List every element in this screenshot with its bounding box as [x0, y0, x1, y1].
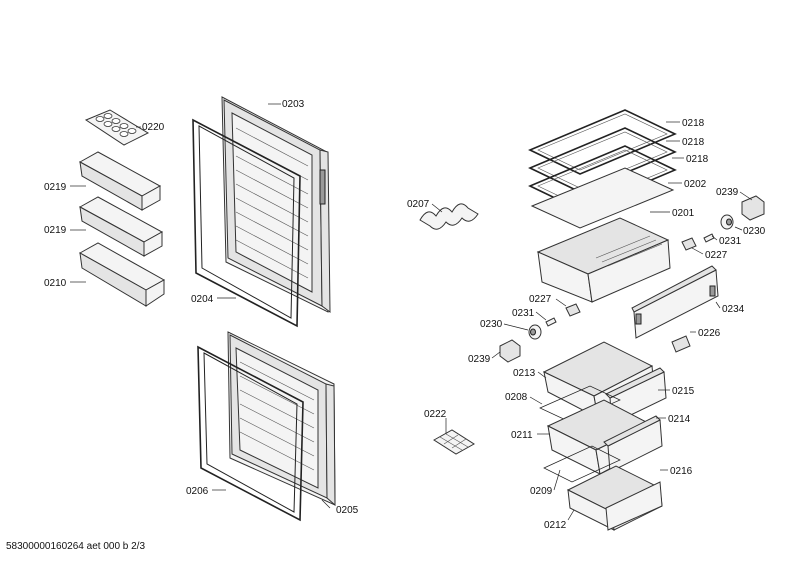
drawer-front-0214: [603, 415, 663, 473]
upper-door-gasket: [192, 118, 301, 328]
label-0205: 0205: [336, 505, 359, 516]
bottle-holder: [419, 203, 479, 230]
label-0218-2: 0218: [682, 137, 705, 148]
door-shelf-1: [78, 151, 162, 211]
door-shelf-3: [78, 242, 166, 307]
label-0215: 0215: [672, 386, 695, 397]
label-0208: 0208: [505, 392, 528, 403]
label-0219-top: 0219: [44, 182, 67, 193]
ice-tray: [433, 429, 475, 455]
glass-plate: [530, 167, 675, 229]
label-0218-3: 0218: [686, 154, 709, 165]
label-0220: 0220: [142, 122, 165, 133]
label-0201: 0201: [672, 208, 695, 219]
glass-shelf-1: [528, 109, 677, 175]
latch-0226: [671, 335, 691, 353]
drawer-base-0209: [543, 445, 621, 483]
label-0226: 0226: [698, 328, 721, 339]
crisper-drawer: [536, 217, 671, 303]
label-0219-bottom: 0219: [44, 225, 67, 236]
label-0227-middle: 0227: [529, 294, 552, 305]
label-0231-top: 0231: [719, 236, 742, 247]
label-0214: 0214: [668, 414, 691, 425]
drawer-front-0216: [605, 481, 663, 531]
label-0202: 0202: [684, 179, 707, 190]
drawer-base-0208: [539, 385, 621, 423]
hinge-cover-top: [741, 195, 765, 221]
label-0230-top: 0230: [743, 226, 766, 237]
clip-top: [681, 237, 697, 251]
label-0239-middle: 0239: [468, 354, 491, 365]
pin-top: [703, 233, 715, 243]
label-0203: 0203: [282, 99, 305, 110]
label-0218-1: 0218: [682, 118, 705, 129]
pin-middle: [545, 317, 557, 327]
lower-door: [227, 331, 336, 507]
label-0212: 0212: [544, 520, 567, 531]
label-0239-top: 0239: [716, 187, 739, 198]
lower-door-gasket: [197, 345, 304, 522]
label-0216: 0216: [670, 466, 693, 477]
label-0234: 0234: [722, 304, 745, 315]
leader-lines: [70, 103, 753, 521]
door-shelf-2: [78, 196, 164, 257]
label-0207: 0207: [407, 199, 430, 210]
label-0211: 0211: [511, 430, 533, 441]
egg-tray: [84, 109, 150, 146]
label-0227-top: 0227: [705, 250, 728, 261]
label-0222: 0222: [424, 409, 447, 420]
freezer-flap: [631, 265, 719, 339]
label-0206: 0206: [186, 486, 209, 497]
label-0210: 0210: [44, 278, 67, 289]
label-0213: 0213: [513, 368, 536, 379]
label-0231-middle: 0231: [512, 308, 535, 319]
upper-door: [221, 96, 331, 314]
hinge-cover-middle: [499, 339, 521, 363]
clip-middle: [565, 303, 581, 317]
label-0230-middle: 0230: [480, 319, 503, 330]
roller-top: [720, 214, 734, 230]
label-0209: 0209: [530, 486, 553, 497]
roller-middle: [528, 324, 542, 340]
document-code: 58300000160264 aet 000 b 2/3: [6, 541, 146, 552]
label-0204: 0204: [191, 294, 214, 305]
glass-shelf-2: [528, 127, 677, 193]
